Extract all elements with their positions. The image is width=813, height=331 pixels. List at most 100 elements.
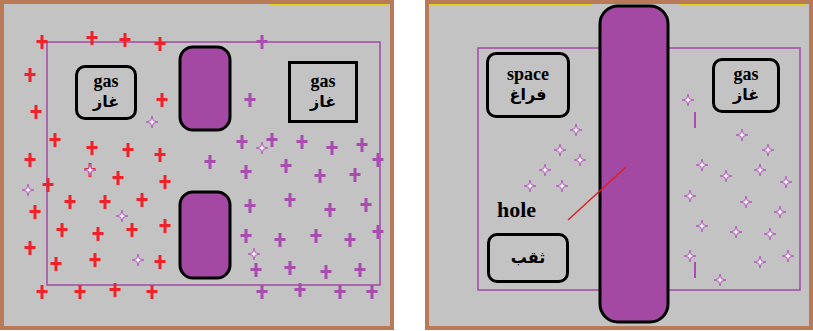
particle — [321, 265, 332, 279]
particle — [160, 219, 171, 233]
particle — [25, 153, 36, 167]
box-text: ثقب — [511, 248, 545, 269]
particle — [257, 285, 268, 299]
particle — [764, 228, 776, 240]
particle — [297, 135, 308, 149]
label-box: gasغاز — [288, 61, 358, 123]
label-box: spaceفراغ — [486, 52, 570, 118]
particle — [87, 141, 98, 155]
purple-sparkles — [524, 94, 794, 286]
particle — [325, 203, 336, 217]
particle — [25, 68, 36, 82]
particle — [155, 148, 166, 162]
particle — [22, 184, 34, 196]
particle — [684, 250, 696, 262]
particle — [110, 283, 121, 297]
particle — [696, 220, 708, 232]
particle — [350, 168, 361, 182]
label-box: ثقب — [487, 233, 569, 283]
particle — [37, 285, 48, 299]
particle — [524, 180, 536, 192]
panel-ground — [427, 2, 811, 328]
box-text: فراغ — [510, 85, 547, 106]
particle — [361, 198, 372, 212]
particle — [754, 256, 766, 268]
particle — [84, 164, 96, 176]
particle — [37, 35, 48, 49]
particle — [367, 285, 378, 299]
particle — [113, 171, 124, 185]
box-text: غاز — [733, 85, 759, 106]
particle — [251, 263, 262, 277]
particle — [780, 176, 792, 188]
particle — [100, 195, 111, 209]
edge-line — [680, 4, 806, 6]
box-text: gas — [310, 72, 335, 92]
particle — [694, 112, 696, 128]
particle — [315, 169, 326, 183]
particle — [157, 93, 168, 107]
particle — [137, 193, 148, 207]
particle — [205, 155, 216, 169]
particle — [116, 210, 128, 222]
particle — [357, 138, 368, 152]
particle — [714, 274, 726, 286]
label-box: gasغاز — [712, 58, 780, 113]
particle — [123, 143, 134, 157]
partition-block — [180, 192, 230, 278]
particle — [774, 206, 786, 218]
particle — [241, 165, 252, 179]
red-particles — [22, 31, 171, 299]
particle — [127, 223, 138, 237]
leader-line — [568, 167, 626, 220]
label-box: gasغاز — [75, 65, 137, 120]
particle — [570, 124, 582, 136]
particle — [132, 254, 144, 266]
particle — [146, 116, 158, 128]
container-outline — [47, 42, 380, 285]
particle — [285, 193, 296, 207]
particle — [345, 233, 356, 247]
particle — [90, 253, 101, 267]
particle — [245, 199, 256, 213]
particle — [730, 226, 742, 238]
particle — [554, 144, 566, 156]
particle — [51, 257, 62, 271]
edge-line — [270, 4, 388, 6]
particle — [256, 142, 268, 154]
particle — [50, 133, 61, 147]
particle — [373, 225, 384, 239]
particle — [43, 178, 54, 192]
particle — [241, 229, 252, 243]
box-text: space — [507, 65, 549, 85]
callout-label: hole — [497, 198, 536, 222]
particle — [285, 261, 296, 275]
particle — [556, 180, 568, 192]
edge-line — [430, 4, 592, 6]
particle — [762, 144, 774, 156]
particle — [257, 35, 268, 49]
particle — [694, 262, 696, 278]
particle — [267, 133, 278, 147]
particle — [740, 196, 752, 208]
particle — [311, 229, 322, 243]
particle — [120, 33, 131, 47]
particle — [85, 163, 96, 177]
particle — [93, 227, 104, 241]
particle — [327, 141, 338, 155]
purple-particles — [205, 35, 384, 299]
box-text: gas — [93, 72, 118, 92]
particle — [87, 31, 98, 45]
particle — [275, 233, 286, 247]
particle — [155, 255, 166, 269]
particle — [574, 154, 586, 166]
particle — [539, 164, 551, 176]
particle — [355, 263, 366, 277]
particle — [25, 241, 36, 255]
particle — [281, 159, 292, 173]
partition-block — [180, 47, 230, 130]
particle — [237, 135, 248, 149]
particle — [245, 93, 256, 107]
